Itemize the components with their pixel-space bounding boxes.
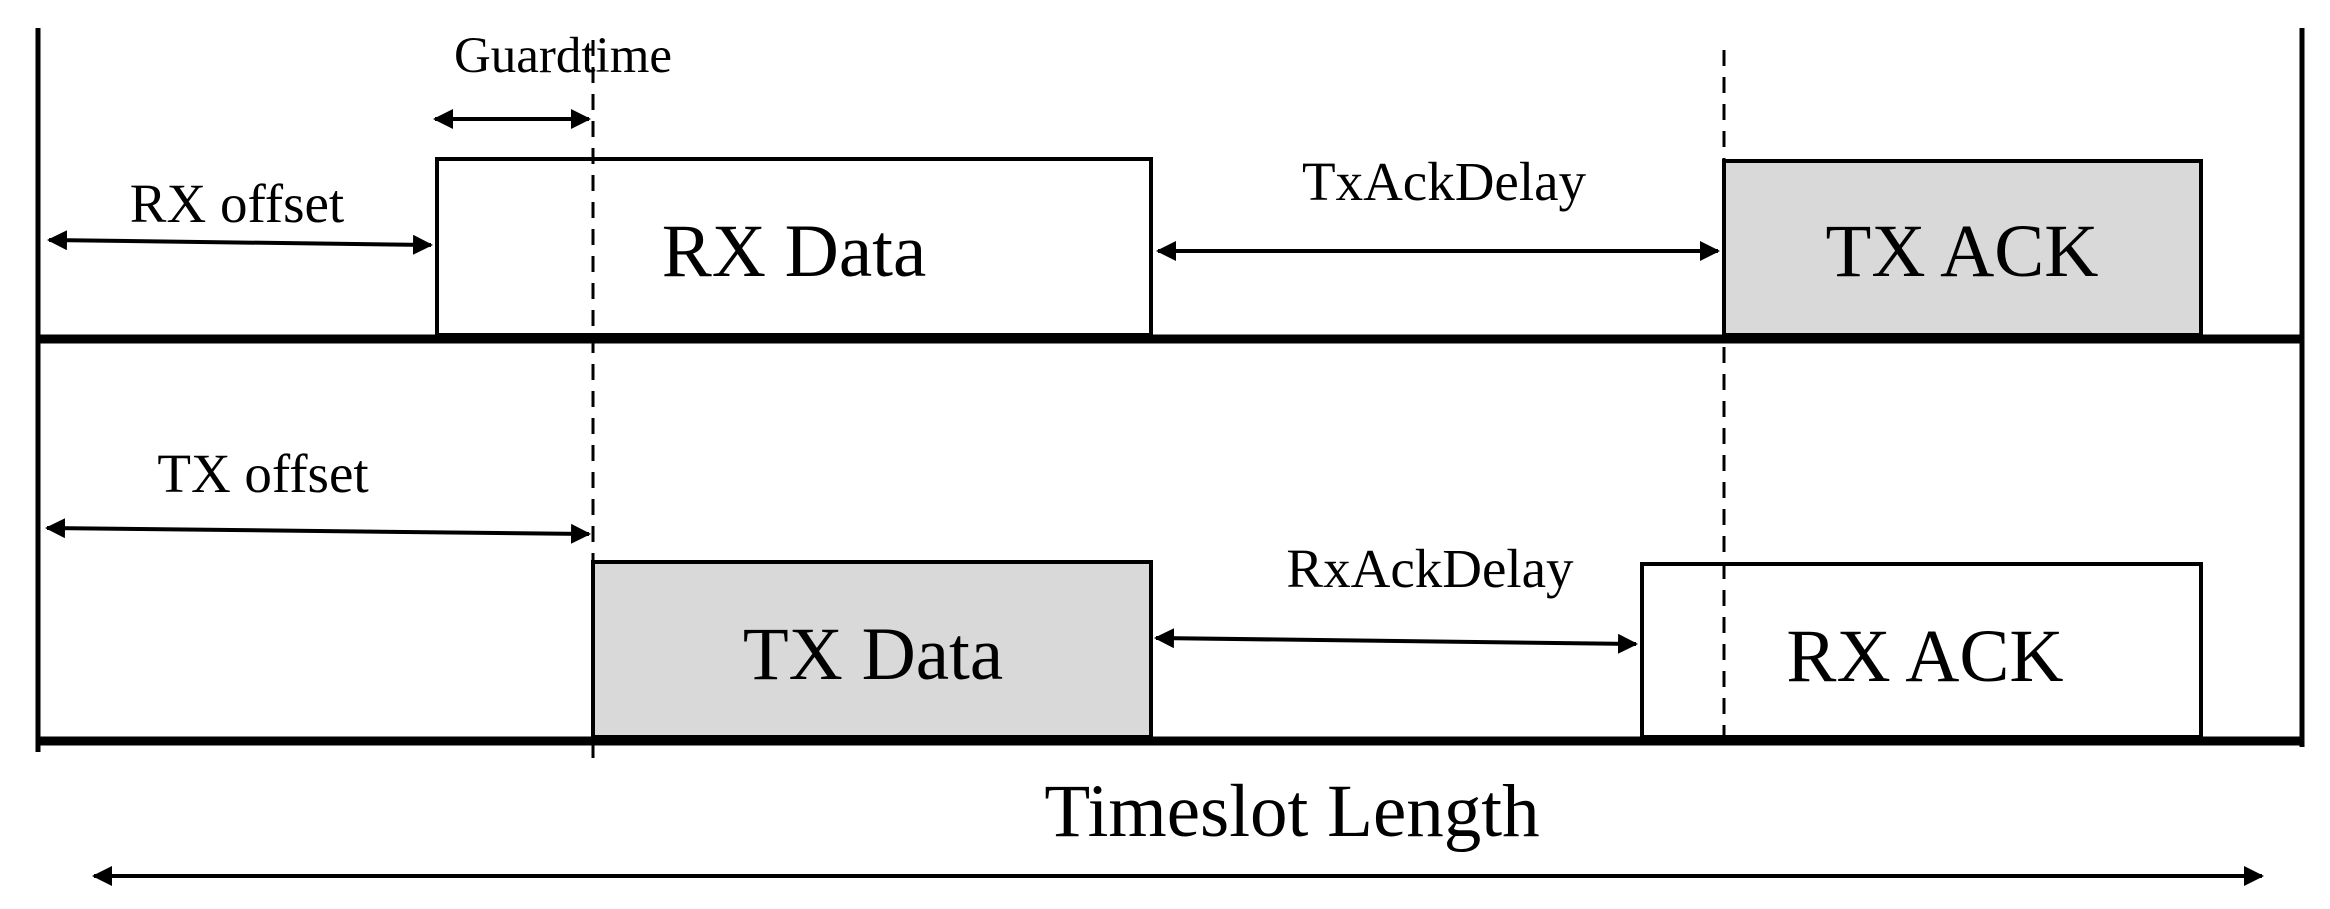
tx-ack-box — [1722, 159, 2203, 337]
rx-offset-arrow — [47, 230, 433, 255]
rx-ack-delay-label: RxAckDelay — [1286, 538, 1574, 599]
tx-ack-delay-label: TxAckDelay — [1302, 151, 1587, 212]
timeslot-length-label: Timeslot Length — [1044, 770, 1539, 853]
tx-ack-label: TX ACK — [1826, 210, 2099, 293]
rx-data-label: RX Data — [662, 210, 927, 293]
tx-offset-arrow — [45, 518, 591, 544]
rx-ack-delay-arrow — [1154, 628, 1638, 654]
guardtime-label: Guardtime — [454, 28, 672, 84]
rx-ack-box — [1640, 562, 2203, 739]
rx-offset-label: RX offset — [130, 173, 344, 234]
rx-data-box — [435, 157, 1153, 337]
tx-data-label: TX Data — [743, 613, 1003, 696]
tx-offset-label: TX offset — [157, 443, 368, 504]
rx-ack-label: RX ACK — [1786, 615, 2063, 698]
tx-data-box — [591, 560, 1153, 739]
